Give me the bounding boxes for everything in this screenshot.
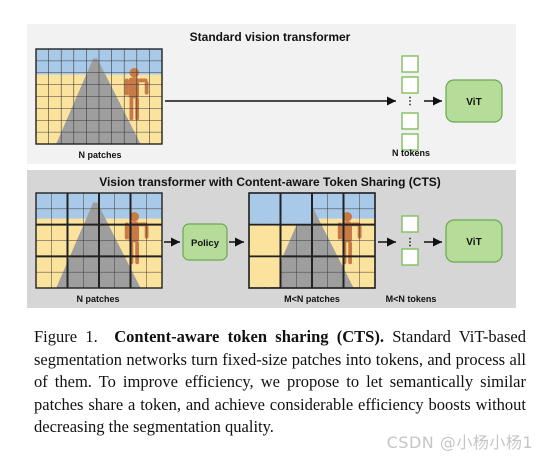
shared-patch-image <box>248 192 376 289</box>
bottom-vit-block <box>445 219 503 263</box>
token-ellipsis: ⋮ <box>405 237 415 248</box>
token-box <box>401 133 419 151</box>
token-ellipsis: ⋮ <box>405 96 415 107</box>
caption-prefix: Figure 1. <box>34 327 98 346</box>
top-token-column: ⋮ <box>401 55 419 151</box>
shared-patch-label: M<N patches <box>284 294 340 304</box>
shared-patch <box>250 194 280 224</box>
top-token-label: N tokens <box>392 148 430 158</box>
caption-body: Standard ViT-based segmentation networks… <box>34 327 526 436</box>
token-box <box>401 248 419 266</box>
token-box <box>401 76 419 94</box>
bottom-panel-title: Vision transformer with Content-aware To… <box>99 175 441 189</box>
top-patch-label: N patches <box>78 150 121 160</box>
top-vit-label: ViT <box>466 97 481 108</box>
token-box <box>401 55 419 73</box>
policy-label: Policy <box>191 238 220 249</box>
token-box <box>401 112 419 130</box>
bottom-input-image <box>35 192 163 289</box>
image-border <box>35 48 163 145</box>
token-box <box>401 215 419 233</box>
figure-caption: Figure 1. Content-aware token sharing (C… <box>34 326 526 439</box>
image-border <box>35 192 163 289</box>
top-panel-title: Standard vision transformer <box>190 30 351 44</box>
top-input-image <box>35 48 163 145</box>
bottom-vit-label: ViT <box>466 237 481 248</box>
shared-patch <box>250 257 280 287</box>
bottom-token-column: ⋮ <box>401 215 419 266</box>
bottom-token-label: M<N tokens <box>386 294 437 304</box>
caption-title: Content-aware token sharing (CTS). <box>114 327 384 346</box>
road-shape <box>56 58 141 144</box>
shared-patch <box>250 225 280 256</box>
figure-diagram: Standard vision transformer N patches ⋮ … <box>27 24 516 308</box>
policy-block <box>182 223 228 261</box>
bottom-patch-label: N patches <box>76 294 119 304</box>
shared-patch <box>281 194 311 224</box>
patch-grid <box>36 49 162 144</box>
top-vit-block <box>445 79 503 123</box>
watermark: CSDN @小杨小杨1 <box>386 433 533 452</box>
